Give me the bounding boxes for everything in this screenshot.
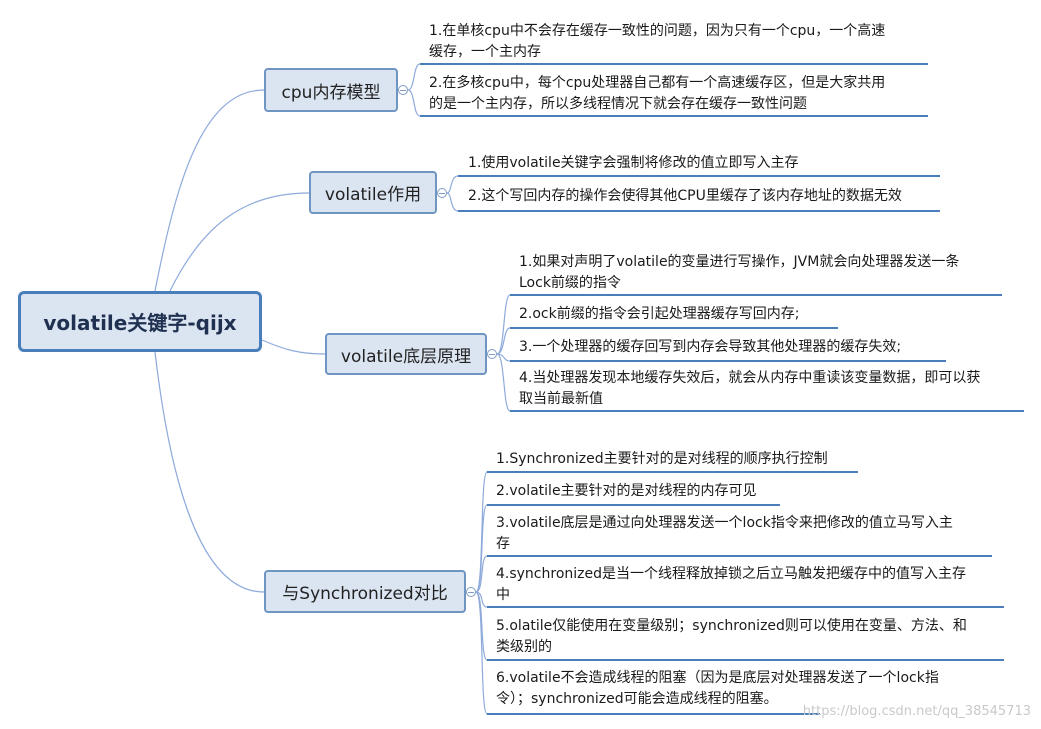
leaf-node[interactable]: 6.volatile不会造成线程的阻塞（因为是底层对处理器发送了一个lock指 … xyxy=(496,668,939,710)
leaf-text-line: 令）；synchronized可能会造成线程的阻塞。 xyxy=(496,691,778,707)
connector-root-volatile-role xyxy=(169,192,310,292)
leaf-text-line: 类级别的 xyxy=(496,639,552,655)
root-node[interactable]: volatile关键字-qijx xyxy=(18,291,262,352)
leaf-node[interactable]: 1.Synchronized主要针对的是对线程的顺序执行控制 xyxy=(496,449,828,470)
leaf-text-line: 2.这个写回内存的操作会使得其他CPU里缓存了该内存地址的数据无效 xyxy=(468,188,902,204)
branch-label: volatile底层原理 xyxy=(340,346,472,367)
branch-label: cpu内存模型 xyxy=(281,82,381,103)
leaf-text-line: 中 xyxy=(496,587,510,603)
leaf-node[interactable]: 2.volatile主要针对的是对线程的内存可见 xyxy=(496,481,757,502)
leaf-text-line: Lock前缀的指令 xyxy=(519,275,621,291)
collapse-toggle-icon[interactable] xyxy=(466,587,476,597)
leaf-text-line: 1.在单核cpu中不会存在缓存一致性的问题，因为只有一个cpu，一个高速 xyxy=(429,23,886,39)
connector-root-synchronized xyxy=(154,351,265,593)
leaf-node[interactable]: 4.当处理器发现本地缓存失效后，就会从内存中重读该变量数据，即可以获 取当前最新… xyxy=(519,368,980,410)
leaf-text-line: 3.volatile底层是通过向处理器发送一个lock指令来把修改的值立马写入主 xyxy=(496,515,953,531)
leaf-text-line: 5.olatile仅能使用在变量级别；synchronized则可以使用在变量、… xyxy=(496,618,967,634)
leaf-node[interactable]: 1.使用volatile关键字会强制将修改的值立即写入主存 xyxy=(468,153,799,174)
leaf-text-line: 6.volatile不会造成线程的阻塞（因为是底层对处理器发送了一个lock指 xyxy=(496,670,939,686)
leaf-node[interactable]: 3.volatile底层是通过向处理器发送一个lock指令来把修改的值立马写入主… xyxy=(496,513,953,555)
collapse-toggle-icon[interactable] xyxy=(398,85,408,95)
leaf-node[interactable]: 1.如果对声明了volatile的变量进行写操作，JVM就会向处理器发送一条 L… xyxy=(519,252,959,294)
leaf-text-line: 3.一个处理器的缓存回写到内存会导致其他处理器的缓存失效; xyxy=(519,339,902,355)
leaf-text-line: 4.当处理器发现本地缓存失效后，就会从内存中重读该变量数据，即可以获 xyxy=(519,370,981,386)
branch-volatile-role[interactable]: volatile作用 xyxy=(309,171,437,214)
leaf-text-line: 1.如果对声明了volatile的变量进行写操作，JVM就会向处理器发送一条 xyxy=(519,254,960,270)
leaf-text-line: 的是一个主内存，所以多线程情况下就会存在缓存一致性问题 xyxy=(429,96,807,112)
leaf-node[interactable]: 5.olatile仅能使用在变量级别；synchronized则可以使用在变量、… xyxy=(496,616,967,658)
connector-root-volatile-principle xyxy=(261,339,326,355)
branch-volatile-principle[interactable]: volatile底层原理 xyxy=(325,333,487,375)
leaf-text-line: 取当前最新值 xyxy=(519,391,603,407)
leaf-text-line: 2.在多核cpu中，每个cpu处理器自己都有一个高速缓存区，但是大家共用 xyxy=(429,75,886,91)
leaf-text-line: 2.ock前缀的指令会引起处理器缓存写回内存; xyxy=(519,306,800,322)
leaf-text-line: 4.synchronized是当一个线程释放掉锁之后立马触发把缓存中的值写入主存 xyxy=(496,566,967,582)
collapse-toggle-icon[interactable] xyxy=(437,188,447,198)
leaf-node[interactable]: 1.在单核cpu中不会存在缓存一致性的问题，因为只有一个cpu，一个高速 缓存，… xyxy=(429,21,885,63)
branch-synchronized-compare[interactable]: 与Synchronized对比 xyxy=(264,570,466,613)
branch-label: 与Synchronized对比 xyxy=(282,584,448,604)
leaf-text-line: 2.volatile主要针对的是对线程的内存可见 xyxy=(496,483,757,499)
watermark-text: https://blog.csdn.net/qq_38545713 xyxy=(802,704,1031,719)
branch-label: volatile作用 xyxy=(324,185,422,205)
leaf-node[interactable]: 2.在多核cpu中，每个cpu处理器自己都有一个高速缓存区，但是大家共用 的是一… xyxy=(429,73,885,115)
leaf-text-line: 1.Synchronized主要针对的是对线程的顺序执行控制 xyxy=(496,451,828,467)
collapse-toggle-icon[interactable] xyxy=(487,349,497,359)
leaf-text-line: 缓存，一个主内存 xyxy=(429,44,541,60)
leaf-node[interactable]: 2.这个写回内存的操作会使得其他CPU里缓存了该内存地址的数据无效 xyxy=(468,186,902,207)
leaf-text-line: 1.使用volatile关键字会强制将修改的值立即写入主存 xyxy=(468,155,799,171)
leaf-node[interactable]: 2.ock前缀的指令会引起处理器缓存写回内存; xyxy=(519,304,799,325)
connector-root-cpu xyxy=(154,89,265,292)
root-label: volatile关键字-qijx xyxy=(43,311,237,335)
leaf-node[interactable]: 3.一个处理器的缓存回写到内存会导致其他处理器的缓存失效; xyxy=(519,337,901,358)
branch-cpu-memory-model[interactable]: cpu内存模型 xyxy=(264,68,398,112)
leaf-text-line: 存 xyxy=(496,536,510,552)
leaf-node[interactable]: 4.synchronized是当一个线程释放掉锁之后立马触发把缓存中的值写入主存… xyxy=(496,564,966,606)
